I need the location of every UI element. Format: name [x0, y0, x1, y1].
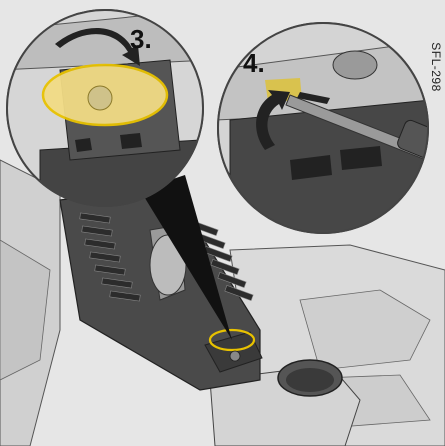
step-label-4: 4. [243, 48, 265, 78]
figure-reference-code: SFL-298 [429, 42, 443, 92]
step-label-3: 3. [130, 24, 152, 54]
cup-holder-inner [286, 368, 334, 392]
